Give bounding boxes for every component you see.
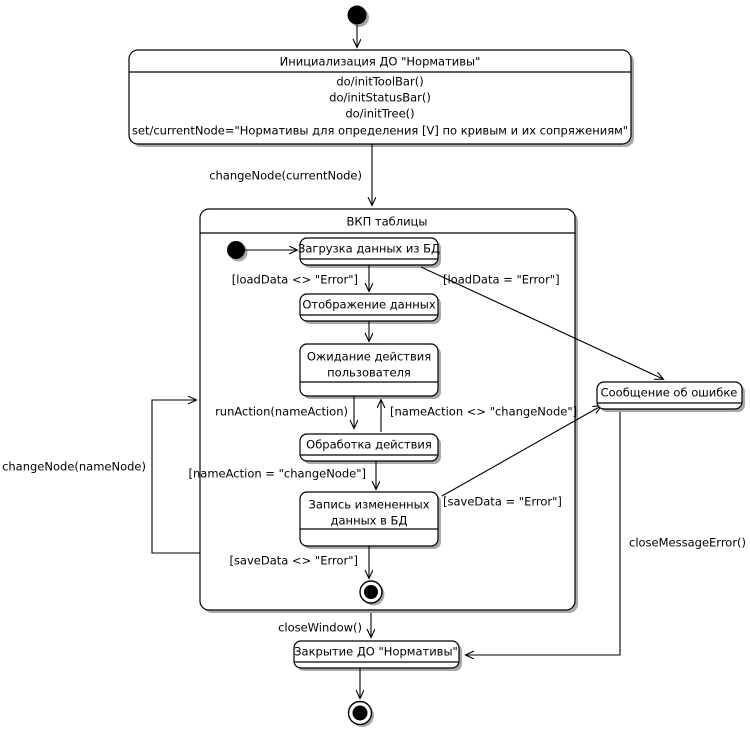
state-init-action-0: do/initToolBar() bbox=[336, 75, 423, 89]
state-init-action-2: do/initTree() bbox=[345, 107, 414, 121]
state-close-title: Закрытие ДО "Нормативы" bbox=[294, 645, 458, 659]
transition-label-loaddata-not-error: [loadData <> "Error"] bbox=[232, 273, 358, 287]
state-save-data[interactable]: Запись измененных данных в БД bbox=[299, 491, 441, 549]
state-process-action[interactable]: Обработка действия bbox=[299, 433, 441, 464]
initial-state-inner bbox=[227, 241, 248, 262]
state-show-data-title: Отображение данных bbox=[302, 298, 436, 312]
state-process-action-title: Обработка действия bbox=[306, 438, 432, 452]
transition-loaddata-to-showdata: [loadData <> "Error"] bbox=[232, 265, 369, 291]
state-wait-action-title-line1: Ожидание действия bbox=[307, 350, 431, 364]
transition-label-changenode-namenode: changeNode(nameNode) bbox=[2, 460, 146, 474]
transition-label-nameaction-not-changenode: [nameAction <> "changeNode"] bbox=[390, 405, 577, 419]
transition-label-runaction: runAction(nameAction) bbox=[215, 405, 348, 419]
state-show-data[interactable]: Отображение данных bbox=[299, 293, 441, 324]
initial-state-top bbox=[347, 5, 369, 27]
transition-label-closewindow: closeWindow() bbox=[278, 621, 362, 635]
composite-state-title: ВКП таблицы bbox=[347, 215, 428, 229]
transition-label-loaddata-error: [loadData = "Error"] bbox=[443, 273, 560, 287]
transition-changenode-namenode-loop: changeNode(nameNode) bbox=[2, 400, 200, 554]
transition-savedata-to-innerfinal: [saveData <> "Error"] bbox=[229, 546, 369, 578]
transition-label-savedata-not-error: [saveData <> "Error"] bbox=[229, 554, 358, 568]
transition-label-changenode-currentnode: changeNode(currentNode) bbox=[209, 169, 362, 183]
transition-savedata-to-error: [saveData = "Error"] bbox=[441, 406, 601, 509]
transition-label-nameaction-changenode: [nameAction = "changeNode"] bbox=[189, 467, 366, 481]
state-init-title: Инициализация ДО "Нормативы" bbox=[280, 55, 481, 69]
transition-label-savedata-error: [saveData = "Error"] bbox=[443, 495, 562, 509]
state-init[interactable]: Инициализация ДО "Нормативы" do/initTool… bbox=[128, 49, 634, 147]
transition-waitaction-to-processaction: runAction(nameAction) bbox=[215, 396, 354, 428]
state-save-data-title-line1: Запись измененных bbox=[308, 498, 429, 512]
state-error-message[interactable]: Сообщение об ошибке bbox=[596, 381, 745, 412]
transition-composite-to-close: closeWindow() bbox=[278, 613, 371, 637]
state-load-data[interactable]: Загрузка данных из БД bbox=[298, 237, 441, 268]
transition-loaddata-to-error: [loadData = "Error"] bbox=[420, 266, 663, 379]
state-load-data-title: Загрузка данных из БД bbox=[298, 242, 440, 256]
transition-processaction-to-savedata: [nameAction = "changeNode"] bbox=[189, 461, 376, 489]
final-state-top bbox=[347, 700, 374, 727]
state-wait-action[interactable]: Ожидание действия пользователя bbox=[299, 343, 441, 399]
transition-error-to-close: closeMessageError() bbox=[466, 412, 746, 655]
state-init-action-3: set/currentNode="Нормативы для определен… bbox=[132, 124, 628, 138]
state-close[interactable]: Закрытие ДО "Нормативы" bbox=[293, 640, 462, 671]
transition-processaction-to-waitaction: [nameAction <> "changeNode"] bbox=[381, 400, 577, 432]
state-save-data-title-line2: данных в БД bbox=[331, 514, 408, 528]
state-init-action-1: do/initStatusBar() bbox=[329, 91, 431, 105]
final-state-inner bbox=[359, 580, 385, 606]
transition-label-closemessageerror: closeMessageError() bbox=[629, 536, 746, 550]
state-error-message-title: Сообщение об ошибке bbox=[601, 386, 738, 400]
transition-init-to-composite: changeNode(currentNode) bbox=[209, 144, 372, 205]
composite-state-vkp-tablicy[interactable]: ВКП таблицы bbox=[199, 208, 578, 613]
state-wait-action-title-line2: пользователя bbox=[327, 366, 411, 380]
